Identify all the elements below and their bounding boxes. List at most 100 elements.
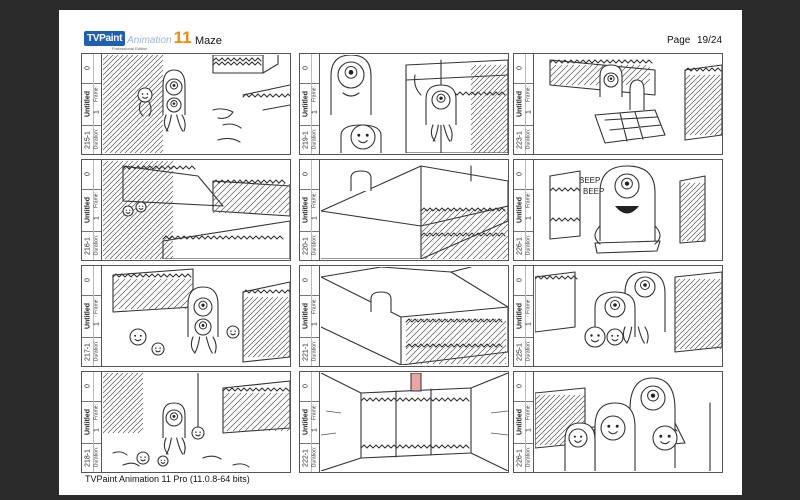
panel-frame-label: Frame: [93, 298, 100, 314]
panel-info-strip: 0 Untitled 217-1 Frame: 1 Duration: [82, 266, 102, 366]
panel-frame-value: 0 [516, 384, 524, 388]
panel-sketch [535, 267, 722, 365]
panel-frame-label: Frame: [525, 86, 532, 102]
logo-version: 11 [173, 28, 192, 47]
tvpaint-logo: TVPaint Animation 11 Professional Editio… [84, 28, 192, 51]
panel-frame-value: 0 [84, 172, 92, 176]
page-number: 19/24 [697, 35, 723, 46]
panel-info-strip: 0 Untitled 218-1 Frame: 1 Duration: [82, 372, 102, 472]
storyboard-panel[interactable]: 0 Untitled 223-1 Frame: 1 Duration: [513, 53, 723, 155]
panel-duration-label: Duration: [311, 128, 318, 150]
panel-frame-value: 0 [84, 278, 92, 282]
panel-info-strip: 0 Untitled 221-1 Frame: 1 Duration: [300, 266, 320, 366]
panel-frame-value: 0 [302, 278, 310, 282]
storyboard-panel[interactable]: 0 Untitled 222-1 Frame: 1 Duration: [299, 371, 509, 473]
panel-duration-value: 1 [525, 322, 533, 326]
panel-sketch [321, 161, 508, 259]
panel-sketch [535, 373, 722, 471]
storyboard-panel[interactable]: 0 Untitled 219-1 Frame: 1 Duration: [299, 53, 509, 155]
panel-id: 226-1 [516, 449, 524, 467]
document-title: Maze [195, 35, 222, 47]
panel-id: 222-1 [302, 449, 310, 467]
panel-frame-value: 0 [302, 384, 310, 388]
panel-id: 218-1 [84, 449, 92, 467]
panel-title: Untitled [516, 302, 524, 330]
panel-frame-value: 0 [84, 66, 92, 70]
panel-id: 221-1 [302, 343, 310, 361]
panel-frame-label: Frame: [93, 192, 100, 208]
panel-duration-value: 1 [311, 110, 319, 114]
panel-info-strip: 0 Untitled 225-1 Frame: 1 Duration: [514, 266, 534, 366]
panel-frame-value: 0 [516, 66, 524, 70]
storyboard-panel[interactable]: 0 Untitled 225-1 Frame: 1 Duration: [513, 265, 723, 367]
panel-frame-value: 0 [302, 172, 310, 176]
panel-id: 223-1 [516, 131, 524, 149]
panel-title: Untitled [302, 196, 310, 224]
panel-id: 219-1 [302, 131, 310, 149]
panel-info-strip: 0 Untitled 220-1 Frame: 1 Duration: [300, 160, 320, 260]
panel-duration-label: Duration: [93, 340, 100, 362]
panel-duration-value: 1 [525, 428, 533, 432]
panel-duration-value: 1 [525, 216, 533, 220]
panel-sketch [321, 267, 508, 365]
panel-duration-label: Duration: [525, 234, 532, 256]
panel-duration-label: Duration: [93, 446, 100, 468]
panel-frame-label: Frame: [311, 192, 318, 208]
panel-frame-label: Frame: [311, 86, 318, 102]
storyboard-panel[interactable]: 0 Untitled 216-1 Frame: 1 Duration: [81, 159, 291, 261]
panel-sketch [103, 373, 290, 471]
storyboard-panel[interactable]: 0 Untitled 221-1 Frame: 1 Duration: [299, 265, 509, 367]
panel-duration-value: 1 [311, 216, 319, 220]
panel-title: Untitled [84, 408, 92, 436]
panel-duration-label: Duration: [93, 234, 100, 256]
storyboard-panel[interactable]: 0 Untitled 217-1 Frame: 1 Duration: [81, 265, 291, 367]
panel-title: Untitled [302, 90, 310, 118]
panel-frame-label: Frame: [93, 86, 100, 102]
panel-duration-label: Duration: [311, 340, 318, 362]
panel-frame-value: 0 [516, 172, 524, 176]
panel-info-strip: 0 Untitled 226-1 Frame: 1 Duration: [514, 160, 534, 260]
panel-title: Untitled [516, 408, 524, 436]
panel-sketch [535, 55, 722, 153]
panel-duration-label: Duration: [311, 234, 318, 256]
panel-frame-value: 0 [302, 66, 310, 70]
panel-sketch [103, 55, 290, 153]
panel-frame-label: Frame: [525, 192, 532, 208]
panel-id: 216-1 [84, 237, 92, 255]
storyboard-page: TVPaint Animation 11 Professional Editio… [59, 10, 742, 495]
panel-duration-value: 1 [93, 110, 101, 114]
panel-info-strip: 0 Untitled 215-1 Frame: 1 Duration: [82, 54, 102, 154]
storyboard-panel[interactable]: 0 Untitled 218-1 Frame: 1 Duration: [81, 371, 291, 473]
footer-text: TVPaint Animation 11 Pro (11.0.8-64 bits… [85, 474, 250, 484]
logo-brand: TVPaint [84, 31, 126, 46]
panel-info-strip: 0 Untitled 219-1 Frame: 1 Duration: [300, 54, 320, 154]
panel-title: Untitled [516, 90, 524, 118]
panel-info-strip: 0 Untitled 223-1 Frame: 1 Duration: [514, 54, 534, 154]
panel-duration-value: 1 [525, 110, 533, 114]
panel-frame-label: Frame: [311, 404, 318, 420]
panel-id: 225-1 [516, 343, 524, 361]
panel-title: Untitled [84, 196, 92, 224]
storyboard-panel[interactable]: 0 Untitled 220-1 Frame: 1 Duration: [299, 159, 509, 261]
page-label: Page [667, 35, 691, 46]
panel-info-strip: 0 Untitled 222-1 Frame: 1 Duration: [300, 372, 320, 472]
logo-product: Animation [127, 35, 172, 46]
panel-duration-label: Duration: [525, 128, 532, 150]
panel-duration-value: 1 [311, 322, 319, 326]
panel-frame-label: Frame: [525, 404, 532, 420]
panel-frame-label: Frame: [93, 404, 100, 420]
sketch-beep-1: BEEP [579, 176, 600, 185]
panel-duration-label: Duration: [525, 446, 532, 468]
panel-title: Untitled [302, 302, 310, 330]
panel-sketch [321, 55, 508, 153]
panel-info-strip: 0 Untitled 226-1 Frame: 1 Duration: [514, 372, 534, 472]
storyboard-panel[interactable]: 0 Untitled 226-1 Frame: 1 Duration: BEEP… [513, 159, 723, 261]
panel-title: Untitled [516, 196, 524, 224]
storyboard-panel[interactable]: 0 Untitled 226-1 Frame: 1 Duration: [513, 371, 723, 473]
panel-frame-value: 0 [516, 278, 524, 282]
panel-duration-value: 1 [311, 428, 319, 432]
panel-title: Untitled [84, 90, 92, 118]
storyboard-panel[interactable]: 0 Untitled 215-1 Frame: 1 Duration: [81, 53, 291, 155]
panel-duration-value: 1 [93, 322, 101, 326]
